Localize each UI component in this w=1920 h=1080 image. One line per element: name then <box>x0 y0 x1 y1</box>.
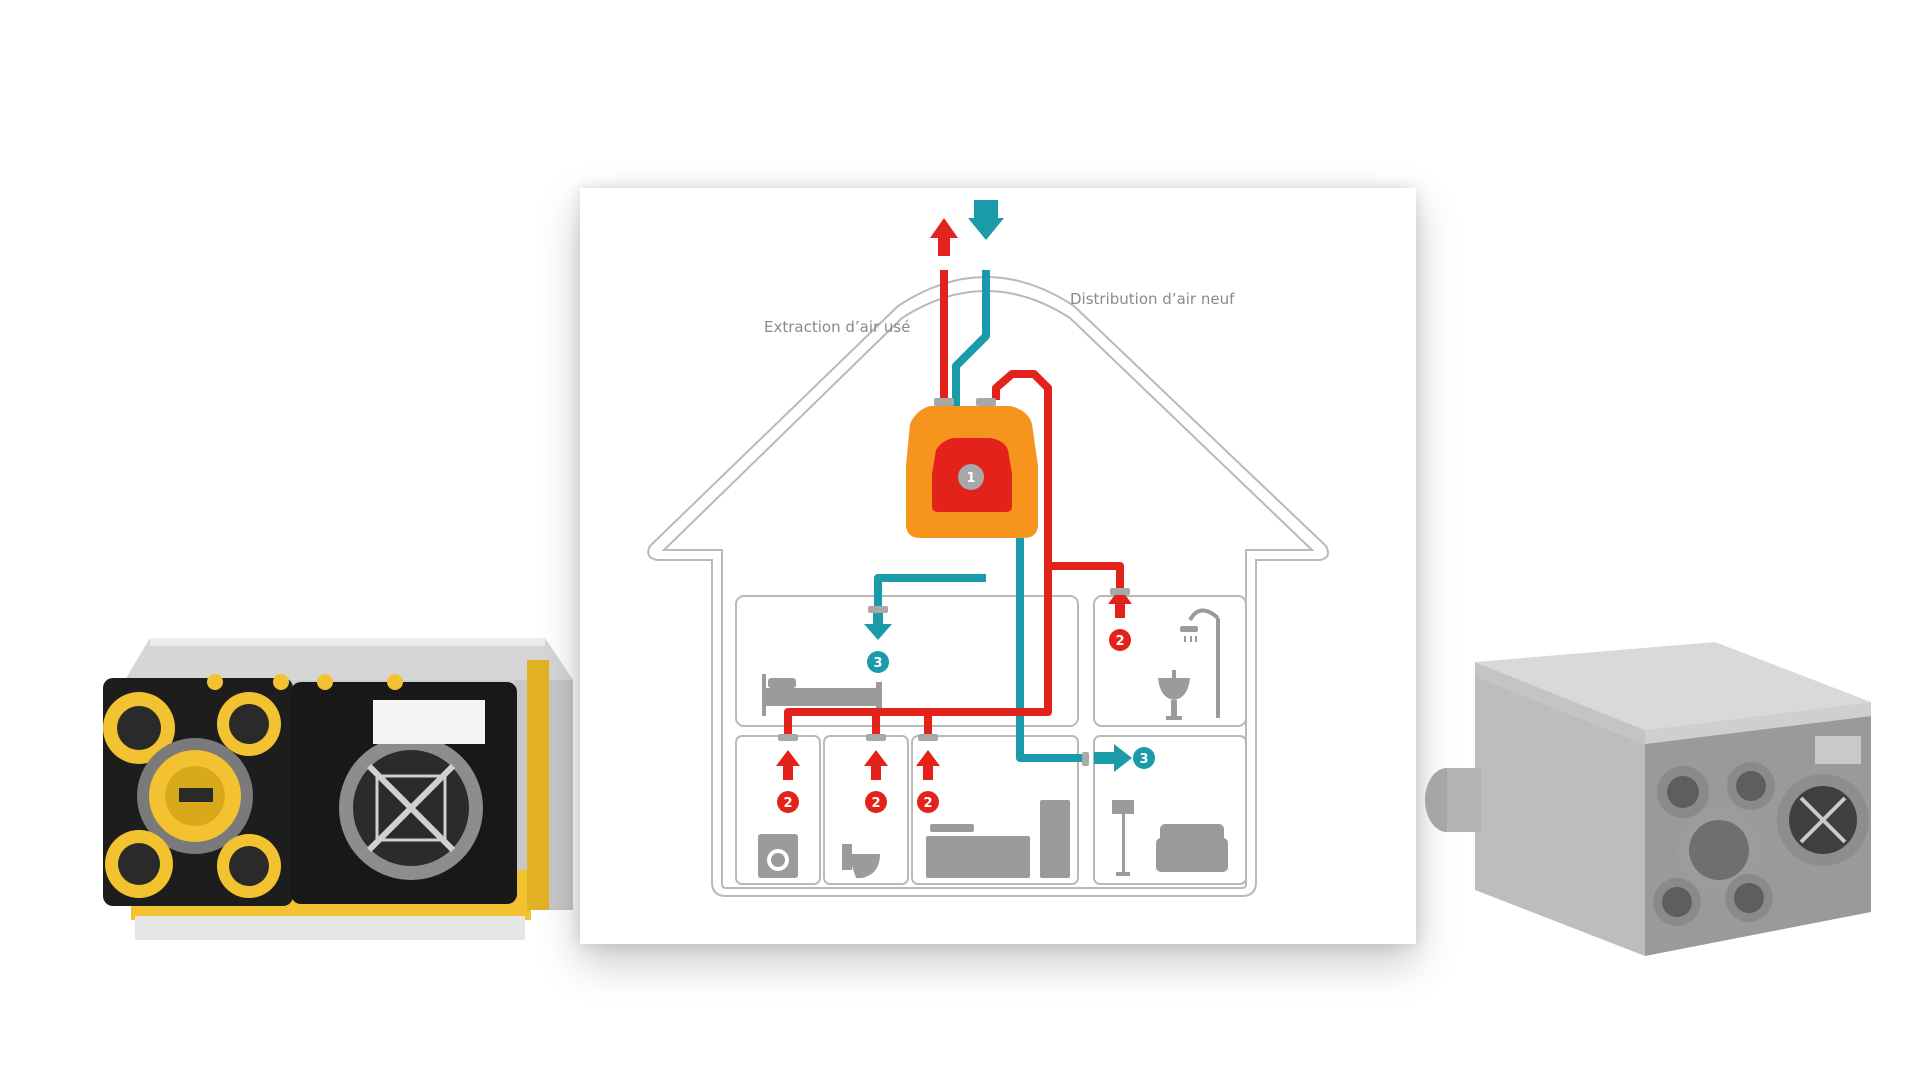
right-product-image <box>1425 642 1871 956</box>
left-product-image <box>103 638 573 940</box>
ventilation-diagram: 1 2 2 2 2 3 3 Extraction d’air us <box>647 200 1329 897</box>
kitchen-icon <box>926 800 1070 878</box>
extract-badge-3: 2 <box>871 796 880 811</box>
label-extraction: Extraction d’air usé <box>764 318 910 336</box>
supply-badge-2: 3 <box>1139 752 1148 767</box>
washing-machine-icon <box>758 834 798 878</box>
right-main-port <box>1777 774 1869 866</box>
extract-badge-1: 2 <box>1115 634 1124 649</box>
supply-arrows <box>864 200 1132 772</box>
toilet-icon <box>842 844 880 878</box>
extract-ducts <box>784 270 1124 734</box>
left-ports <box>103 692 281 898</box>
right-ports <box>1653 762 1775 926</box>
extract-badge-2: 2 <box>783 796 792 811</box>
diagram-card: 1 2 2 2 2 3 3 Extraction d’air us <box>580 188 1416 944</box>
supply-badge-1: 3 <box>873 656 882 671</box>
sink-icon <box>1158 670 1190 720</box>
house-outline <box>647 276 1329 897</box>
extract-badge-4: 2 <box>923 796 932 811</box>
extract-badges: 2 2 2 2 <box>777 629 1131 813</box>
furniture <box>758 608 1228 878</box>
ventilation-unit: 1 <box>906 406 1038 538</box>
left-main-port <box>339 736 483 880</box>
supply-badges: 3 3 <box>867 651 1155 769</box>
bed-icon <box>762 674 882 716</box>
label-distribution: Distribution d’air neuf <box>1070 290 1235 308</box>
shower-icon <box>1180 608 1220 718</box>
living-room-icon <box>1112 800 1228 876</box>
extract-arrows <box>776 218 1132 780</box>
unit-number: 1 <box>966 471 975 486</box>
